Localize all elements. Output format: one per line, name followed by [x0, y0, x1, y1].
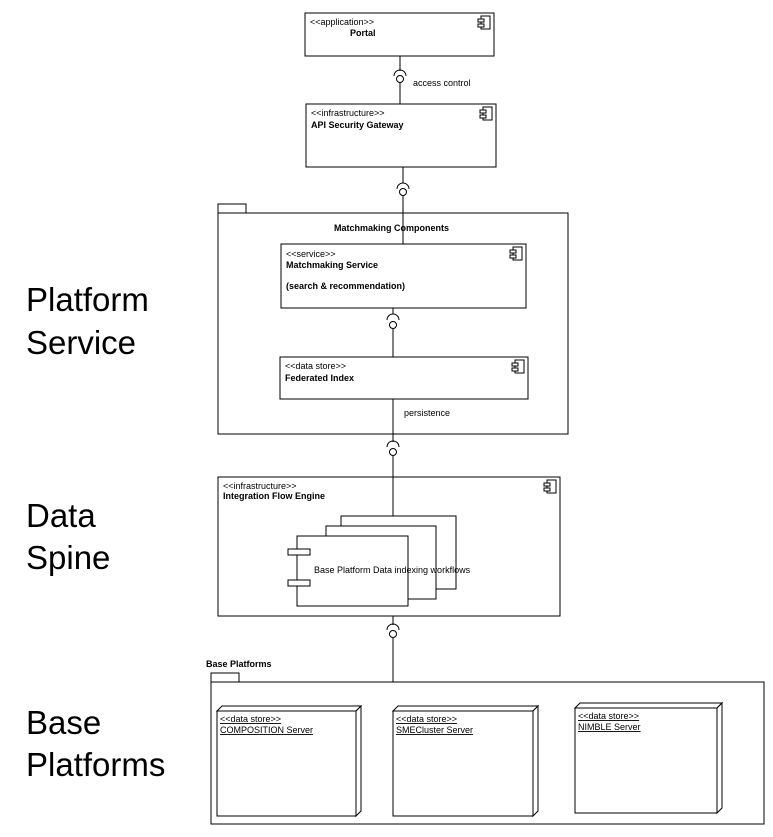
node-name: COMPOSITION Server	[220, 725, 313, 735]
component-icon	[479, 106, 493, 121]
matchmaking-service-subtitle: (search & recommendation)	[286, 281, 405, 291]
layer-label-data-spine: Data Spine	[26, 497, 110, 576]
integration-engine-component: <<infrastructure>> Integration Flow Engi…	[217, 476, 561, 617]
engine-base-connector	[386, 616, 400, 682]
api-gateway-component: <<infrastructure>> API Security Gateway	[305, 103, 497, 168]
component-icon	[509, 246, 523, 261]
node-stereotype: <<data store>>	[220, 714, 281, 724]
integration-engine-stereotype: <<infrastructure>>	[223, 481, 297, 491]
component-icon	[511, 359, 525, 374]
matchmaking-service-stereotype: <<service>>	[286, 249, 336, 259]
node-name: NIMBLE Server	[578, 722, 641, 732]
nimble-server-node: <<data store>> NIMBLE Server	[573, 701, 724, 815]
matchmaking-service-name: Matchmaking Service	[286, 260, 378, 270]
federated-index-component: <<data store>> Federated Index	[279, 356, 529, 400]
workflows-label: Base Platform Data indexing workflows	[314, 565, 471, 575]
layer-label-service: Service	[26, 324, 136, 361]
portal-stereotype: <<application>>	[310, 17, 374, 27]
layer-label-platform-service: Platform Service	[26, 281, 149, 361]
node-stereotype: <<data store>>	[578, 711, 639, 721]
persistence-label: persistence	[404, 408, 450, 418]
layer-label-base-platforms: Base Platforms	[26, 704, 165, 783]
node-name: SMECluster Server	[396, 725, 473, 735]
gateway-stereotype: <<infrastructure>>	[311, 108, 385, 118]
composition-server-node: <<data store>> COMPOSITION Server	[215, 704, 363, 818]
base-package-title: Base Platforms	[206, 659, 272, 669]
layer-label-platform: Platform	[26, 281, 149, 318]
matchmaking-service-component: <<service>> Matchmaking Service (search …	[280, 243, 527, 309]
layer-label-base: Base	[26, 704, 101, 741]
smecluster-server-node: <<data store>> SMECluster Server	[391, 704, 540, 818]
federated-index-stereotype: <<data store>>	[285, 361, 346, 371]
access-control-label: access control	[413, 78, 471, 88]
layer-label-data: Data	[26, 497, 96, 534]
service-index-connector	[386, 308, 400, 357]
layer-label-spine: Spine	[26, 539, 110, 576]
component-icon	[543, 479, 557, 494]
federated-index-name: Federated Index	[285, 373, 354, 383]
node-stereotype: <<data store>>	[396, 714, 457, 724]
integration-engine-name: Integration Flow Engine	[223, 491, 325, 501]
portal-gateway-connector: access control	[393, 56, 471, 104]
workflow-stack: Base Platform Data indexing workflows	[287, 515, 471, 607]
component-icon	[477, 15, 491, 30]
portal-name: Portal	[350, 28, 376, 38]
portal-component: <<application>> Portal	[304, 12, 495, 57]
gateway-name: API Security Gateway	[311, 120, 404, 130]
layer-label-platforms: Platforms	[26, 746, 165, 783]
matchmaking-package-title: Matchmaking Components	[334, 223, 449, 233]
